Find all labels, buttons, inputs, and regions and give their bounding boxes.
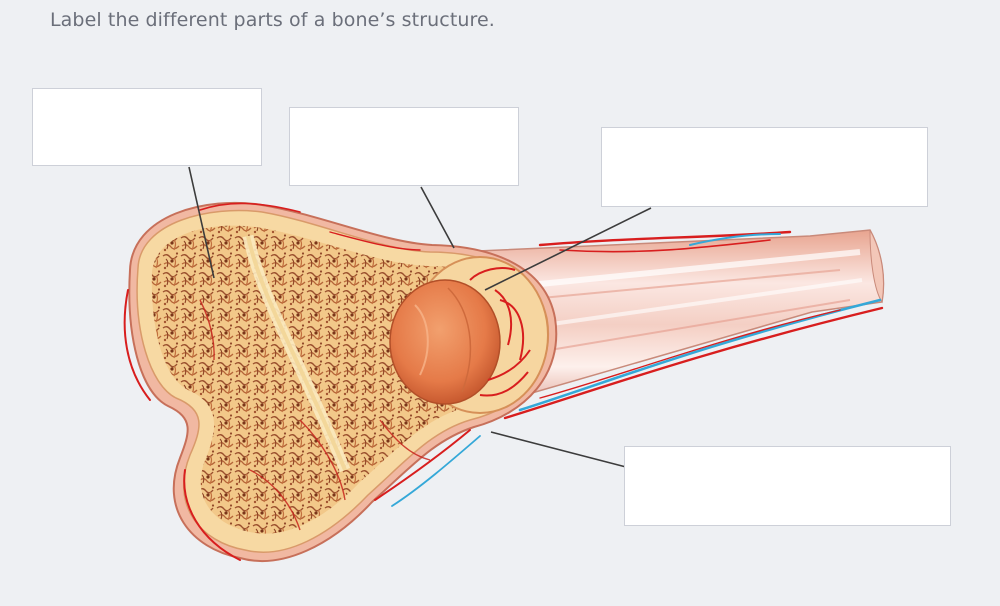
label-box-4[interactable] — [624, 446, 951, 526]
label-box-2[interactable] — [289, 107, 519, 186]
label-box-1[interactable] — [32, 88, 262, 166]
label-box-3[interactable] — [601, 127, 928, 207]
instruction-text: Label the different parts of a bone’s st… — [50, 9, 495, 31]
